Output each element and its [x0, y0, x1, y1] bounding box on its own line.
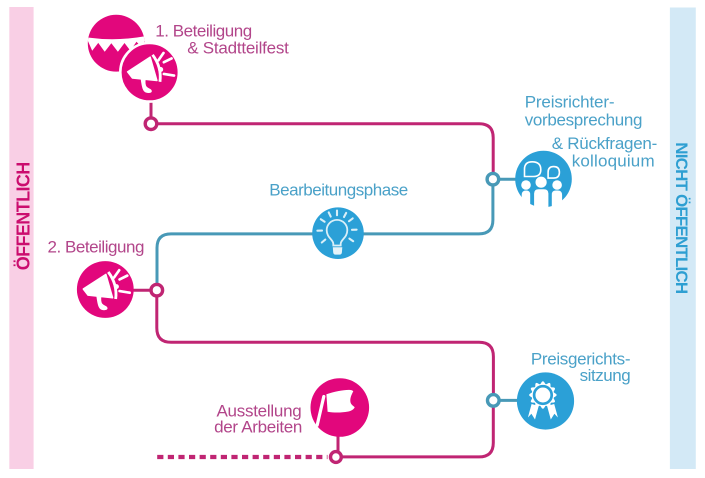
svg-text:vorbesprechung: vorbesprechung — [525, 110, 642, 129]
svg-text:Preisrichter-: Preisrichter- — [525, 93, 615, 112]
svg-text:NICHT ÖFFENTLICH: NICHT ÖFFENTLICH — [672, 142, 691, 294]
svg-text:der Arbeiten: der Arbeiten — [214, 418, 302, 437]
svg-text:Ausstellung: Ausstellung — [216, 401, 301, 420]
svg-text:Preisgerichts-: Preisgerichts- — [531, 349, 630, 368]
svg-text:1. Beteiligung: 1. Beteiligung — [155, 22, 251, 41]
svg-text:kolloquium: kolloquium — [572, 152, 655, 171]
svg-text:& Rückfragen-: & Rückfragen- — [552, 134, 657, 153]
svg-text:2. Beteiligung: 2. Beteiligung — [48, 238, 144, 257]
svg-text:Bearbeitungsphase: Bearbeitungsphase — [269, 180, 408, 199]
svg-text:ÖFFENTLICH: ÖFFENTLICH — [14, 162, 34, 270]
svg-text:& Stadtteilfest: & Stadtteilfest — [187, 38, 289, 57]
svg-text:sitzung: sitzung — [580, 366, 631, 385]
